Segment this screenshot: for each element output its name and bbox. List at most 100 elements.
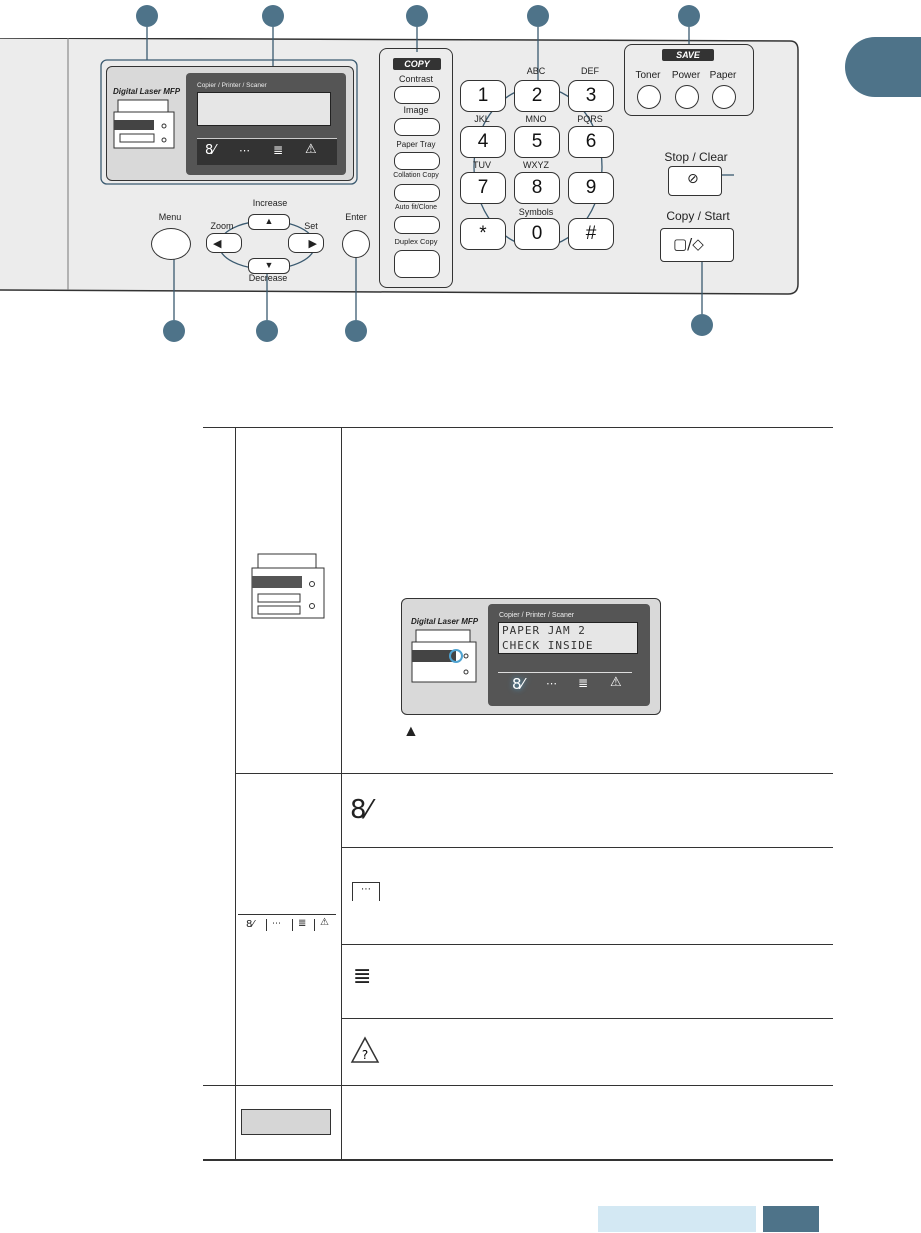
key-4-letters: JKL [474, 114, 490, 124]
display-model: Copier / Printer / Scaner [197, 82, 267, 89]
key-star[interactable]: * [460, 218, 506, 250]
key-5[interactable]: 5 [514, 126, 560, 158]
set-right-button[interactable]: ▶ [288, 233, 324, 253]
stop-icon: ⊘ [687, 171, 699, 187]
table-bottom-rule [203, 1159, 833, 1161]
enter-button[interactable] [342, 230, 370, 258]
callout-marker [136, 5, 158, 27]
key-hash[interactable]: # [568, 218, 614, 250]
menu-button[interactable] [151, 228, 191, 260]
chevron-right-icon: ▶ [308, 238, 317, 250]
copy-start-button[interactable]: ▢/◇ [660, 228, 734, 262]
lcd-example-screen: PAPER JAM 2 CHECK INSIDE [498, 622, 638, 654]
table-col-rule [341, 427, 342, 1159]
key-7[interactable]: 7 [460, 172, 506, 204]
collation-copy-button[interactable] [394, 184, 440, 202]
separator [314, 919, 315, 931]
increase-button[interactable]: ▲ [248, 214, 290, 230]
increase-label: Increase [252, 198, 288, 208]
key-8[interactable]: 8 [514, 172, 560, 204]
key-0[interactable]: 0 [514, 218, 560, 250]
chapter-tab [845, 37, 921, 97]
callout-marker [163, 320, 185, 342]
copy-start-icon: ▢/◇ [673, 235, 704, 253]
enter-label: Enter [345, 212, 367, 222]
toner-icon: ⋯ [352, 882, 380, 901]
toner-save-button[interactable] [637, 85, 661, 109]
lcd-screen [197, 92, 331, 126]
display-brand: Digital Laser MFP [113, 87, 181, 96]
key-1[interactable]: 1 [460, 80, 506, 112]
toner-icon: ⋯ [239, 144, 250, 157]
image-button[interactable] [394, 118, 440, 136]
table-subrow-rule [235, 773, 833, 774]
triangle-marker-icon: ▲ [403, 723, 419, 740]
chevron-down-icon: ▼ [264, 260, 274, 270]
table-subrow-rule [341, 944, 833, 945]
lcd-example-model: Copier / Printer / Scaner [499, 612, 575, 619]
callout-marker [262, 5, 284, 27]
lcd-example-brand: Digital Laser MFP [411, 617, 479, 626]
lcd-line-1: PAPER JAM 2 [502, 624, 586, 637]
paper-tray-button[interactable] [394, 152, 440, 170]
key-2[interactable]: 2 [514, 80, 560, 112]
error-icon: ? [350, 1036, 380, 1063]
status-icons-strip: 8⁄ ⋯ ≣ ⚠ [197, 138, 337, 165]
lcd-bar-icon [241, 1109, 331, 1135]
auto-fit-clone-button[interactable] [394, 216, 440, 234]
power-save-button[interactable] [675, 85, 699, 109]
separator [266, 919, 267, 931]
key-5-letters: MNO [525, 114, 547, 124]
error-icon: ⚠ [610, 675, 622, 690]
copy-start-label: Copy / Start [666, 209, 730, 223]
paper-empty-icon: ≣ [578, 676, 589, 690]
table-row-rule [203, 1085, 833, 1086]
copy-image-label: Image [403, 105, 429, 115]
key-3-letters: DEF [581, 66, 599, 76]
power-save-label: Power [671, 70, 701, 81]
paper-jam-icon: 8⁄ [246, 919, 255, 930]
copy-duplex-label: Duplex Copy [394, 237, 438, 246]
zoom-label: Zoom [210, 221, 234, 231]
table-subrow-rule [341, 847, 833, 848]
error-icon: ⚠ [305, 142, 317, 157]
callout-marker [256, 320, 278, 342]
copy-paper-tray-label: Paper Tray [396, 140, 436, 149]
contrast-button[interactable] [394, 86, 440, 104]
decrease-label: Decrease [248, 273, 288, 283]
callout-marker [345, 320, 367, 342]
callout-marker [406, 5, 428, 27]
paper-empty-icon: ≣ [273, 143, 284, 157]
key-7-letters: TUV [473, 160, 491, 170]
status-strip-small: 8⁄ ⋯ ≣ ⚠ [238, 914, 336, 935]
copier-jam-icon [411, 629, 477, 683]
lcd-example-status-strip: 8⁄ ⋯ ≣ ⚠ [498, 672, 632, 699]
key-0-letters: Symbols [518, 207, 554, 217]
stop-clear-button[interactable]: ⊘ [668, 166, 722, 196]
separator [292, 919, 293, 931]
copy-group-border [379, 48, 453, 288]
callout-marker [527, 5, 549, 27]
paper-save-button[interactable] [712, 85, 736, 109]
key-8-letters: WXYZ [523, 160, 549, 170]
paper-empty-icon: ≣ [353, 964, 372, 989]
copy-collation-label: Collation Copy [393, 172, 439, 179]
key-9[interactable]: 9 [568, 172, 614, 204]
chevron-left-icon: ◀ [213, 238, 222, 250]
lcd-line-2: CHECK INSIDE [502, 639, 594, 652]
decrease-button[interactable]: ▼ [248, 258, 290, 274]
key-6[interactable]: 6 [568, 126, 614, 158]
toner-icon: ⋯ [272, 919, 281, 929]
key-2-letters: ABC [526, 66, 546, 76]
copier-status-icon [251, 553, 325, 619]
stop-clear-label: Stop / Clear [664, 150, 728, 164]
key-4[interactable]: 4 [460, 126, 506, 158]
zoom-left-button[interactable]: ◀ [206, 233, 242, 253]
key-3[interactable]: 3 [568, 80, 614, 112]
paper-jam-icon: 8⁄ [350, 795, 371, 825]
key-6-letters: PQRS [577, 114, 603, 124]
save-group-title: SAVE [662, 49, 714, 61]
copy-group-title: COPY [393, 58, 441, 70]
table-col-rule [235, 427, 236, 1159]
duplex-copy-button[interactable] [394, 250, 440, 278]
